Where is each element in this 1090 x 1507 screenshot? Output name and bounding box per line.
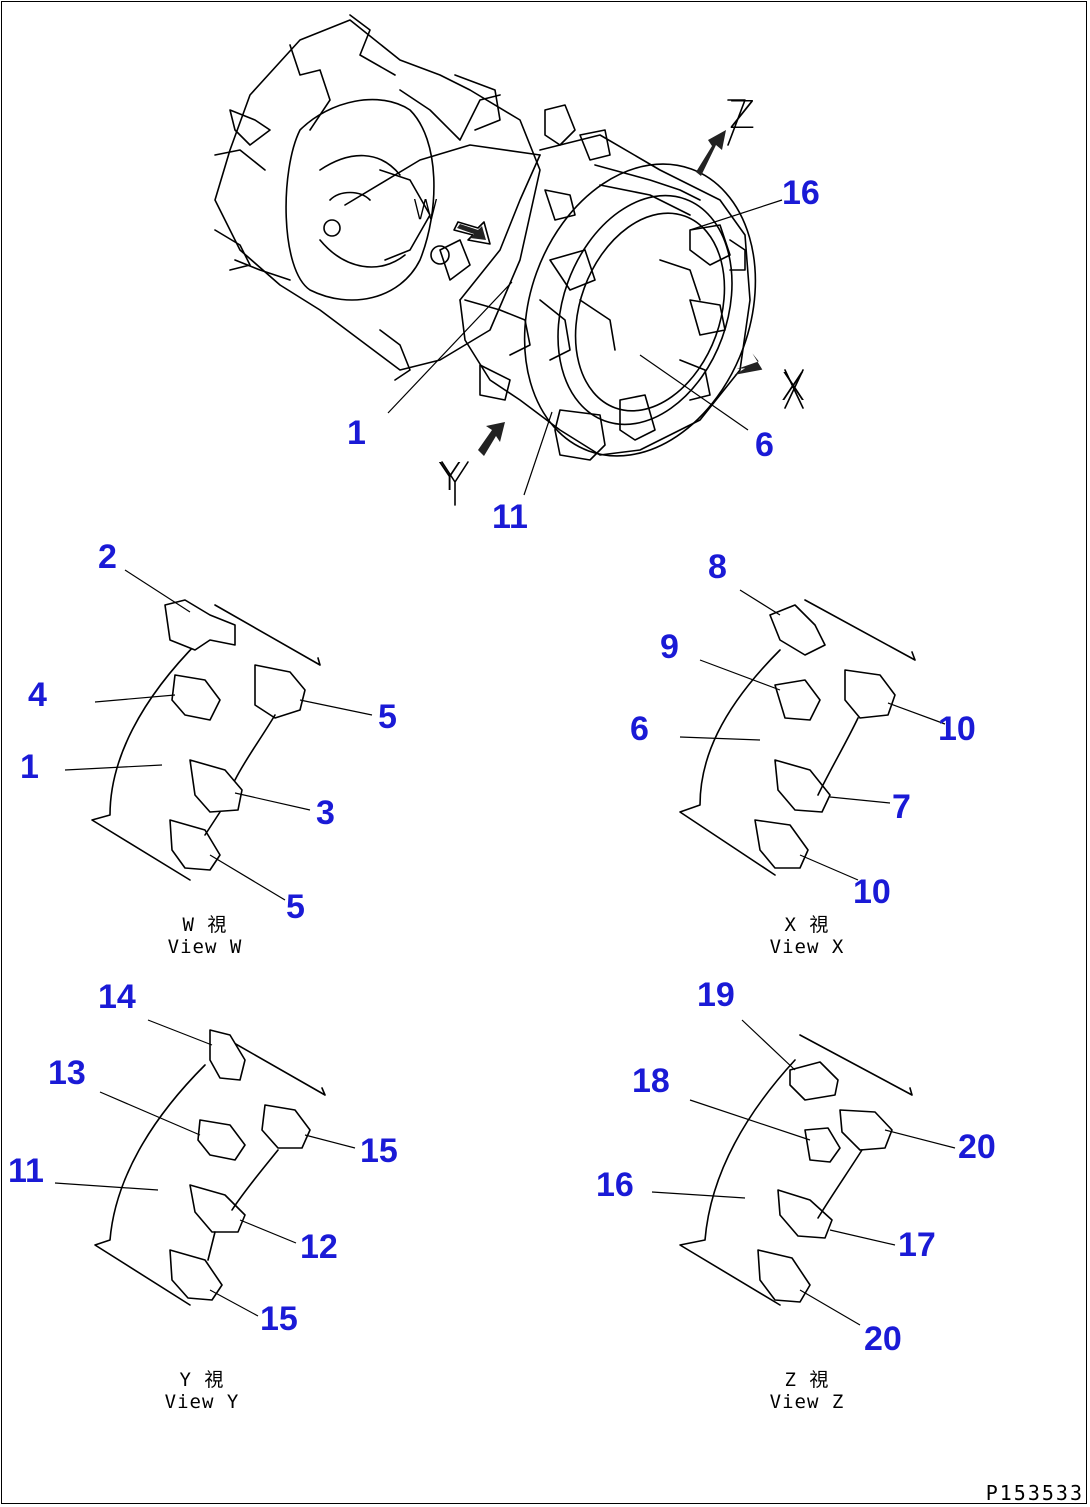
view-x-drawing	[679, 589, 946, 881]
callout-y-14: 14	[98, 978, 136, 1016]
drawing-code: P153533	[985, 1481, 1084, 1505]
callout-y-15a: 15	[360, 1132, 398, 1170]
view-marker-z: Z	[729, 93, 756, 137]
view-marker-w: W	[412, 193, 440, 226]
view-y-drawing	[54, 1019, 356, 1317]
callout-w-2: 2	[98, 538, 117, 576]
main-assembly-drawing	[214, 14, 804, 506]
callout-x-7: 7	[892, 788, 911, 826]
callout-x-10b: 10	[853, 873, 891, 911]
caption-view-z: Z 視 View Z	[752, 1369, 862, 1414]
caption-y-en: View Y	[164, 1390, 240, 1413]
callout-x-8: 8	[708, 548, 727, 586]
callout-w-1: 1	[20, 748, 39, 786]
callout-z-16: 16	[596, 1166, 634, 1204]
caption-z-jp: Z 視	[784, 1369, 830, 1391]
caption-y-jp: Y 視	[179, 1369, 225, 1391]
callout-w-3: 3	[316, 794, 335, 832]
callout-x-10a: 10	[938, 710, 976, 748]
callout-main-16: 16	[782, 174, 820, 212]
callout-y-12: 12	[300, 1228, 338, 1266]
callout-z-18: 18	[632, 1062, 670, 1100]
view-marker-y: Y	[438, 455, 462, 499]
caption-z-en: View Z	[769, 1390, 845, 1413]
callout-w-4: 4	[28, 676, 47, 714]
callout-z-17: 17	[898, 1226, 936, 1264]
callout-x-9: 9	[660, 628, 679, 666]
view-marker-x: X	[780, 365, 807, 409]
callout-z-19: 19	[697, 976, 735, 1014]
callout-y-15b: 15	[260, 1300, 298, 1338]
callout-w-5b: 5	[286, 888, 305, 926]
caption-x-jp: X 視	[784, 914, 830, 936]
caption-view-x: X 視 View X	[752, 914, 862, 959]
caption-x-en: View X	[769, 935, 845, 958]
callout-main-1: 1	[347, 414, 366, 452]
caption-view-y: Y 視 View Y	[147, 1369, 257, 1414]
callout-y-13: 13	[48, 1054, 86, 1092]
view-z-drawing	[651, 1019, 956, 1326]
callout-z-20b: 20	[864, 1320, 902, 1358]
caption-view-w: W 視 View W	[150, 914, 260, 959]
callout-main-6: 6	[755, 426, 774, 464]
callout-w-5a: 5	[378, 698, 397, 736]
callout-x-6: 6	[630, 710, 649, 748]
callout-z-20a: 20	[958, 1128, 996, 1166]
view-w-drawing	[64, 569, 373, 901]
callout-main-11: 11	[492, 498, 528, 536]
callout-y-11: 11	[8, 1152, 44, 1190]
caption-w-en: View W	[167, 935, 243, 958]
caption-w-jp: W 視	[182, 914, 228, 936]
